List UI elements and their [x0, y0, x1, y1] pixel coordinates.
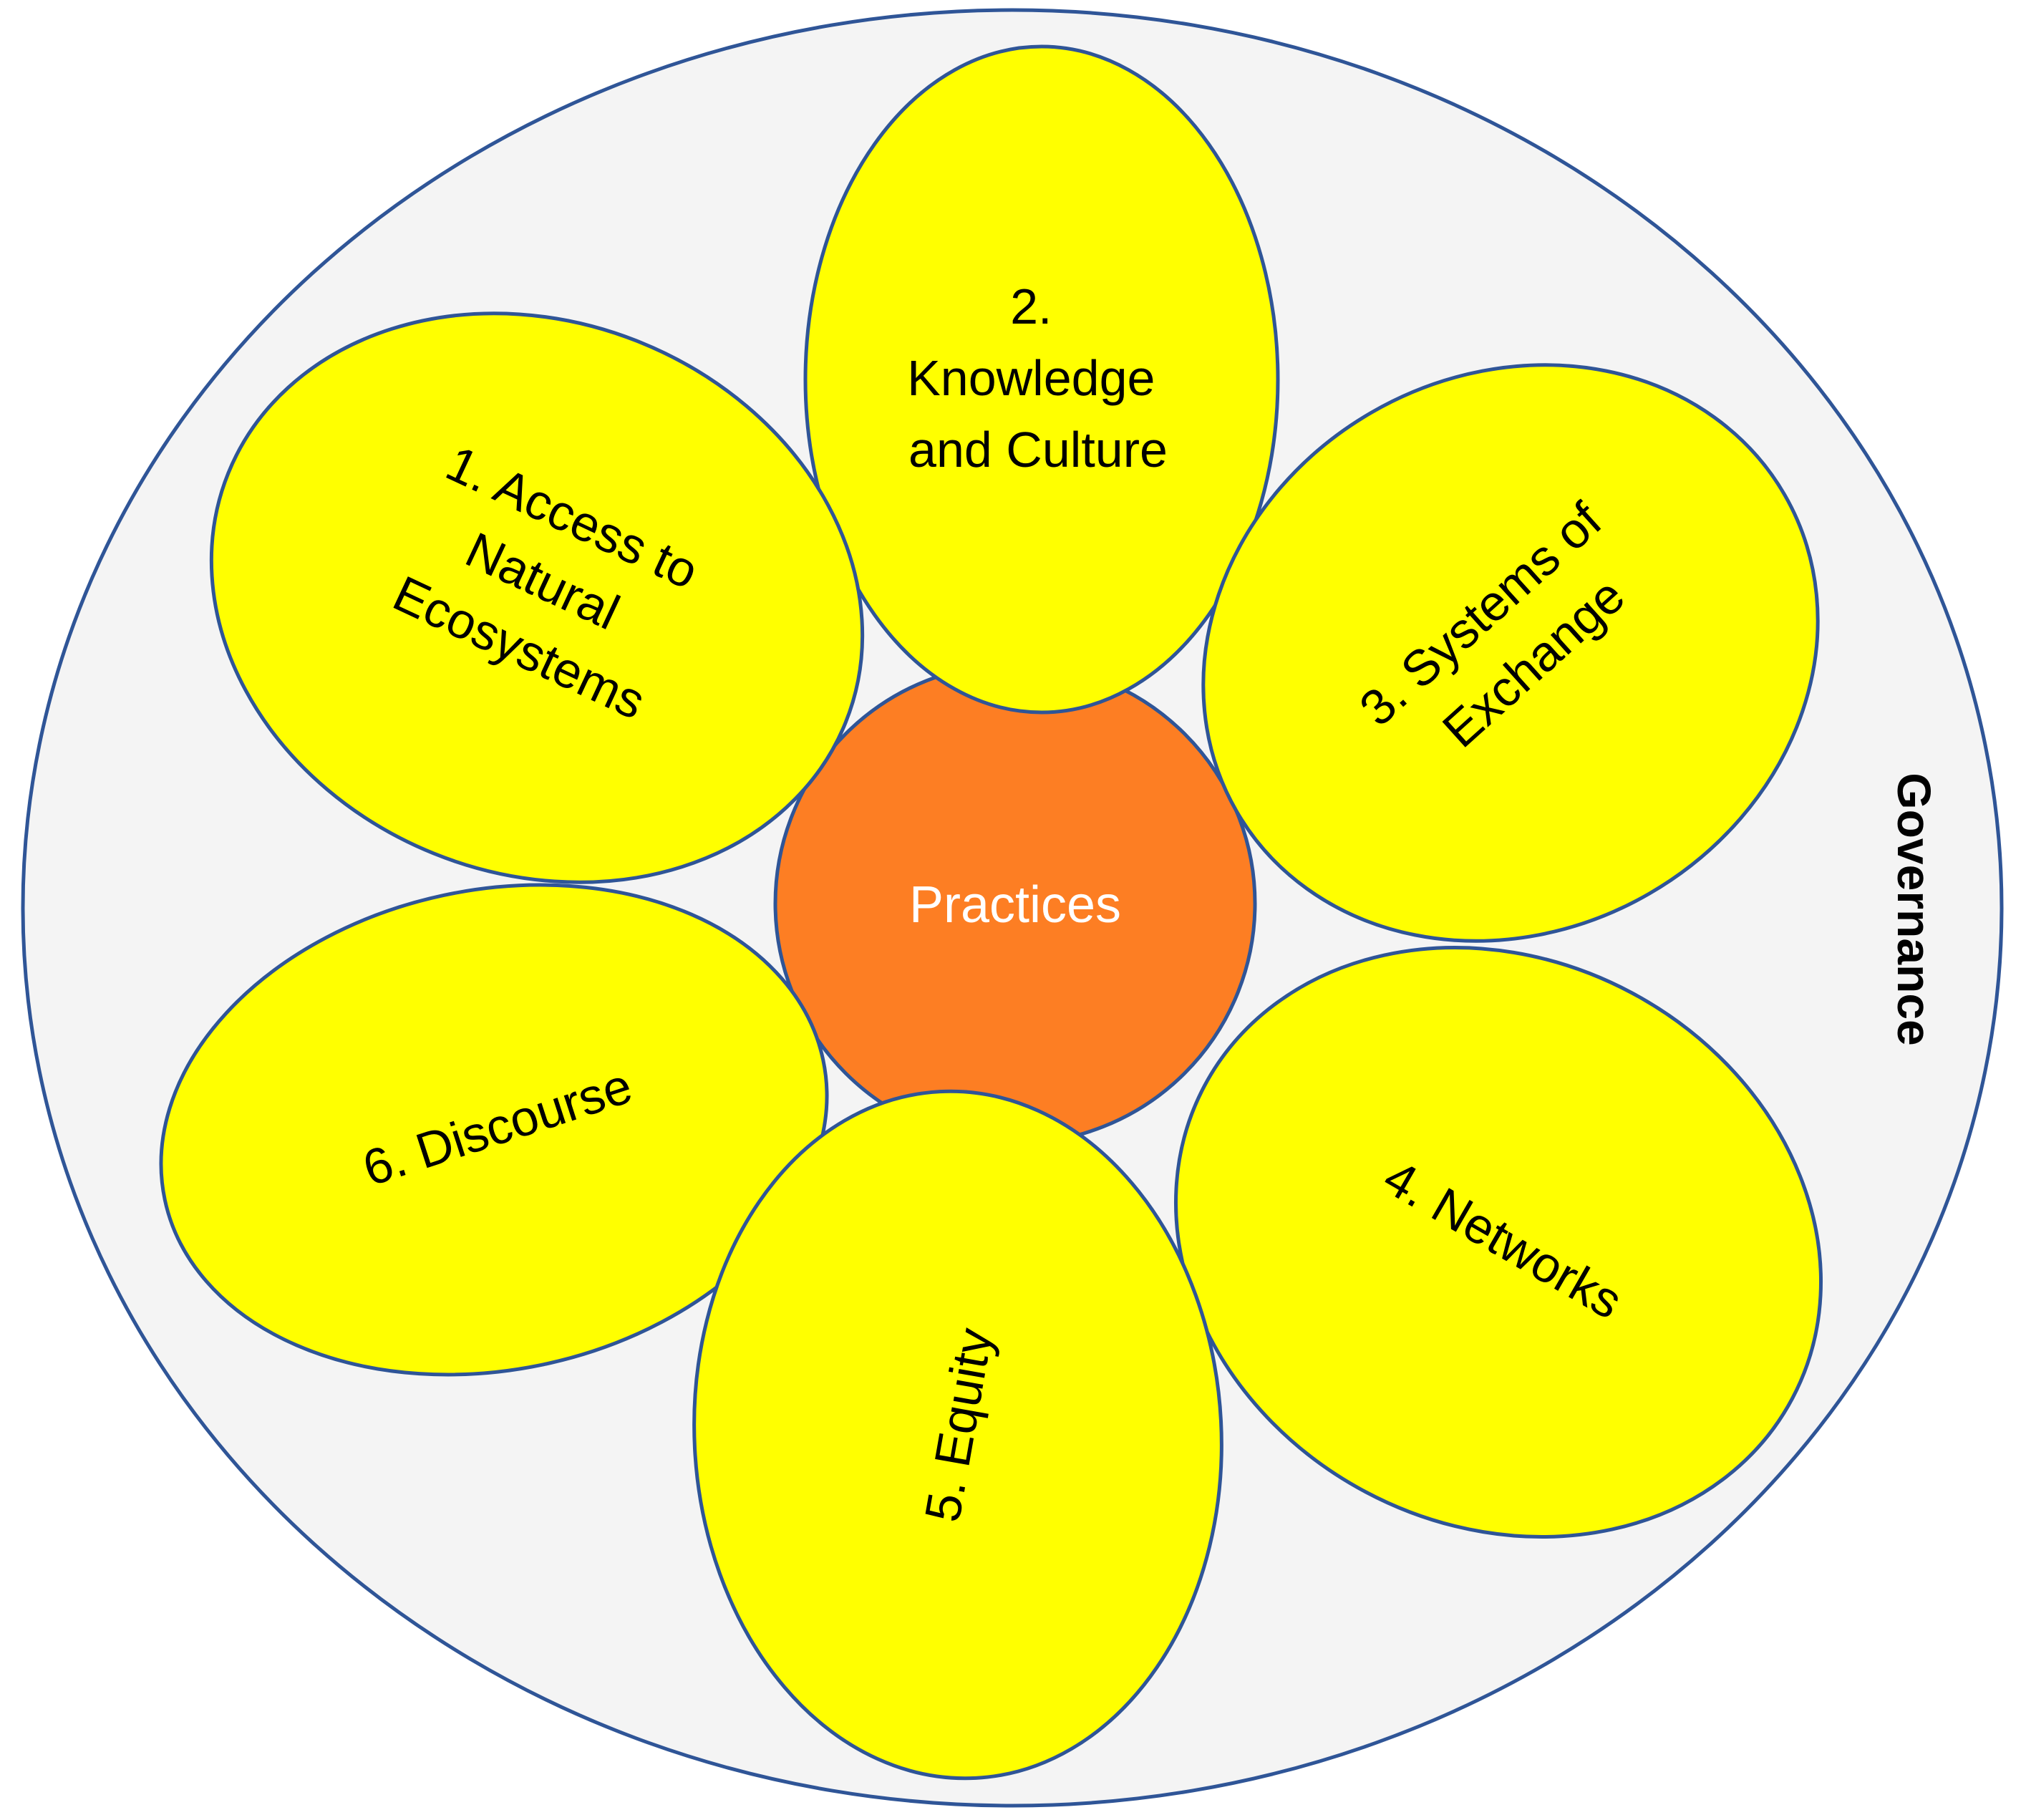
- petal-equity: 5. Equity: [692, 1089, 1223, 1781]
- petal-discourse: 6. Discourse: [159, 883, 829, 1377]
- petal-knowledge-line-2: Knowledge: [907, 350, 1155, 406]
- petal-knowledge: 2. Knowledge and Culture: [803, 44, 1280, 715]
- petal-access: 1. Access to Natural Ecosystems: [209, 311, 865, 884]
- practices-label: Practices: [909, 876, 1121, 934]
- petal-exchange: 3. Systems of Exchange: [1201, 363, 1820, 943]
- petal-knowledge-shape: [803, 44, 1280, 715]
- svg-text:2. Knowledge and C: 2. Knowledge and Culture: [907, 279, 1169, 478]
- governance-label: Governance: [1888, 773, 1941, 1046]
- petal-discourse-shape: [159, 883, 829, 1377]
- petal-exchange-shape: [1201, 363, 1820, 943]
- petal-knowledge-line-1: 2.: [1010, 279, 1052, 334]
- petal-access-shape: [209, 311, 865, 884]
- petal-networks: 4. Networks: [1173, 946, 1823, 1539]
- petal-equity-shape: [692, 1089, 1223, 1781]
- petal-networks-shape: [1173, 946, 1823, 1539]
- petal-knowledge-line-3: and Culture: [908, 422, 1168, 478]
